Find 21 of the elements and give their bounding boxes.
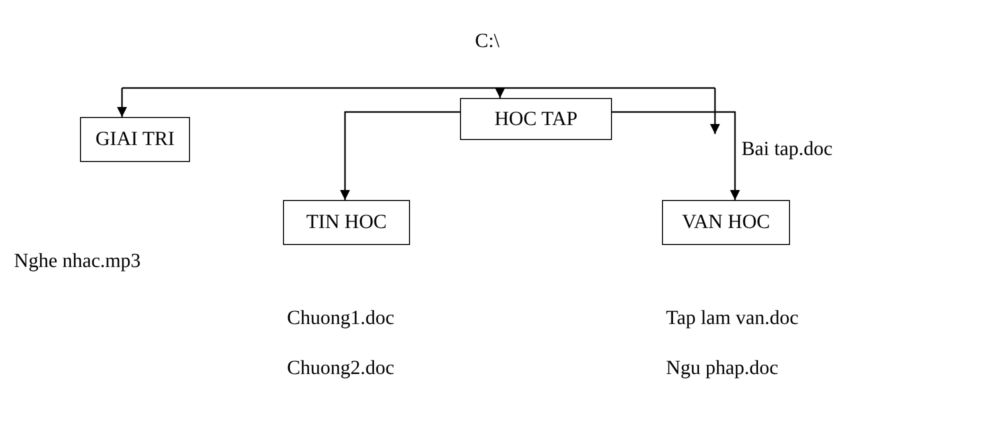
folder-name: GIAI TRI — [95, 128, 175, 151]
file-name: Ngu phap.doc — [666, 357, 778, 380]
connector-line — [122, 87, 715, 89]
folder-name: VAN HOC — [682, 211, 770, 234]
file-name: Nghe nhac.mp3 — [14, 250, 141, 273]
file-name: Chuong2.doc — [287, 357, 394, 380]
drive-label: C:\ — [475, 30, 500, 53]
arrow — [710, 88, 720, 134]
file-name: Chuong1.doc — [287, 307, 394, 330]
folder-name: HOC TAP — [494, 108, 578, 130]
arrow — [340, 111, 460, 200]
folder-box — [283, 200, 410, 245]
file-name: Tap lam van.doc — [666, 307, 798, 330]
arrow — [495, 88, 505, 98]
folder-name: TIN HOC — [306, 211, 387, 234]
folder-box — [80, 117, 190, 162]
folder-box — [662, 200, 790, 245]
file-name: Bai tap.doc — [720, 134, 854, 164]
arrow — [612, 111, 740, 200]
folder-box — [460, 98, 612, 140]
arrow — [117, 88, 127, 117]
